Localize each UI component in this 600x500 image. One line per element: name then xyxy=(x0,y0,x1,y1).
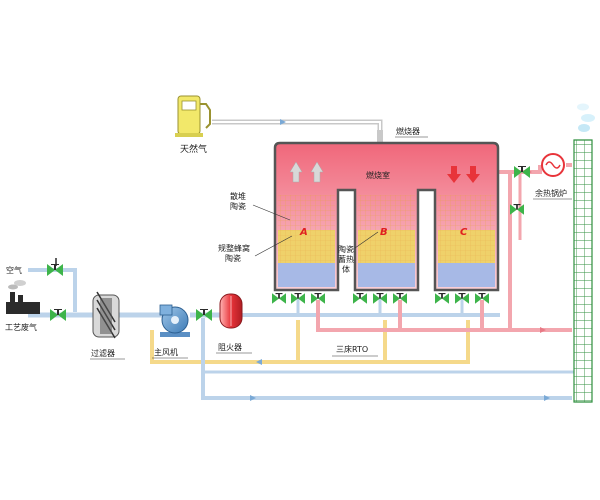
boiler-valve-icon xyxy=(514,166,530,178)
purge-pipe xyxy=(150,320,300,364)
valve-icon xyxy=(353,293,367,304)
air-pipe xyxy=(28,268,77,312)
rto-unit xyxy=(273,141,500,292)
return-pipe xyxy=(201,318,572,400)
flame-arrester-icon xyxy=(219,293,243,329)
valve-icon xyxy=(272,293,286,304)
main-fan-label: 主风机 xyxy=(154,347,178,357)
stack-icon xyxy=(573,103,595,403)
rto-label: 三床RTO xyxy=(336,344,368,354)
storage-label-3: 体 xyxy=(342,264,350,274)
gas-pipe xyxy=(212,119,383,135)
honeycomb-label-1: 规整蜂窝 xyxy=(218,243,250,253)
storage-label-1: 陶瓷 xyxy=(338,244,354,254)
combustion-chamber-label: 燃烧室 xyxy=(366,170,390,180)
filter-icon xyxy=(92,291,120,339)
bypass-valve-icon xyxy=(510,204,524,215)
burner-label: 燃烧器 xyxy=(396,126,420,136)
air-label: 空气 xyxy=(6,265,22,275)
factory-icon xyxy=(6,280,40,314)
filter-label: 过滤器 xyxy=(91,348,115,358)
process-gas-label: 工艺废气 xyxy=(5,322,37,332)
storage-label-2: 蓄热 xyxy=(338,254,354,264)
loose-ceramic-label-1: 散堆 xyxy=(230,191,246,201)
bed-b-label: B xyxy=(380,227,388,238)
fan-icon xyxy=(159,304,190,337)
bed-c-label: C xyxy=(460,227,468,238)
valve-icon xyxy=(435,293,449,304)
air-valve-icon xyxy=(47,264,63,276)
process-gas-valve-icon xyxy=(50,309,66,321)
honeycomb-label-2: 陶瓷 xyxy=(225,253,241,263)
fuel-pump-icon xyxy=(175,95,211,137)
boiler-icon xyxy=(541,153,565,177)
natural-gas-label: 天然气 xyxy=(180,143,207,155)
loose-ceramic-label-2: 陶瓷 xyxy=(230,201,246,211)
up-arrow-icon xyxy=(289,161,324,183)
bed-a-label: A xyxy=(299,227,308,238)
down-arrow-icon xyxy=(447,166,480,183)
flame-arrester-label: 阻火器 xyxy=(218,343,242,352)
boiler-label: 余热锅炉 xyxy=(535,188,567,198)
